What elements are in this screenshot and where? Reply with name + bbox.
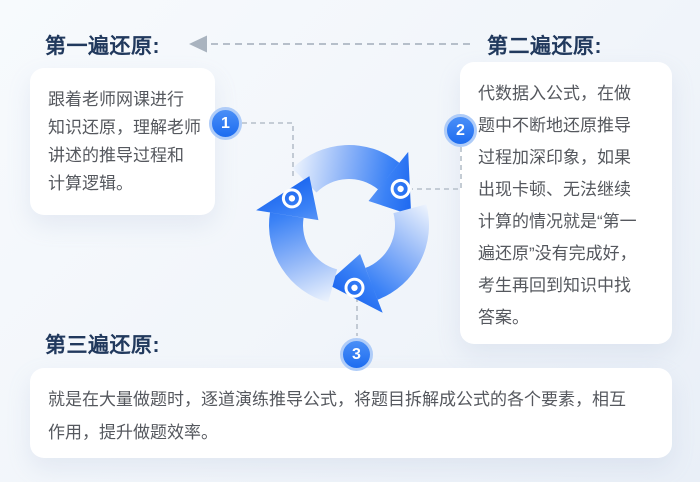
step3-body: 就是在大量做题时，逐道演练推导公式，将题目拆解成公式的各个要素，相互 作用，提升… bbox=[48, 390, 626, 442]
step2-card: 代数据入公式，在做 题中不断地还原推导 过程加深印象，如果 出现卡顿、无法继续 … bbox=[460, 62, 672, 344]
dashed-arrow-left-icon bbox=[189, 35, 470, 53]
connector-step1 bbox=[242, 122, 294, 180]
connector-step2 bbox=[412, 147, 462, 190]
step1-body: 跟着老师网课进行 知识还原，理解老师 讲述的推导过程和 计算逻辑。 bbox=[48, 90, 201, 193]
step1-card: 跟着老师网课进行 知识还原，理解老师 讲述的推导过程和 计算逻辑。 bbox=[30, 68, 215, 215]
step2-badge: 2 bbox=[444, 114, 477, 147]
step1-badge: 1 bbox=[209, 107, 242, 140]
cycle-arrows-icon bbox=[256, 145, 430, 313]
step2-title: 第二遍还原: bbox=[487, 35, 602, 58]
target-dot-icon bbox=[390, 178, 411, 199]
step3-badge: 3 bbox=[340, 338, 373, 371]
step1-title: 第一遍还原: bbox=[45, 35, 160, 58]
step2-body: 代数据入公式，在做 题中不断地还原推导 过程加深印象，如果 出现卡顿、无法继续 … bbox=[478, 84, 637, 327]
target-dot-icon bbox=[281, 188, 302, 209]
step3-title: 第三遍还原: bbox=[45, 334, 160, 357]
step3-card: 就是在大量做题时，逐道演练推导公式，将题目拆解成公式的各个要素，相互 作用，提升… bbox=[30, 368, 672, 458]
target-dot-icon bbox=[344, 277, 365, 298]
